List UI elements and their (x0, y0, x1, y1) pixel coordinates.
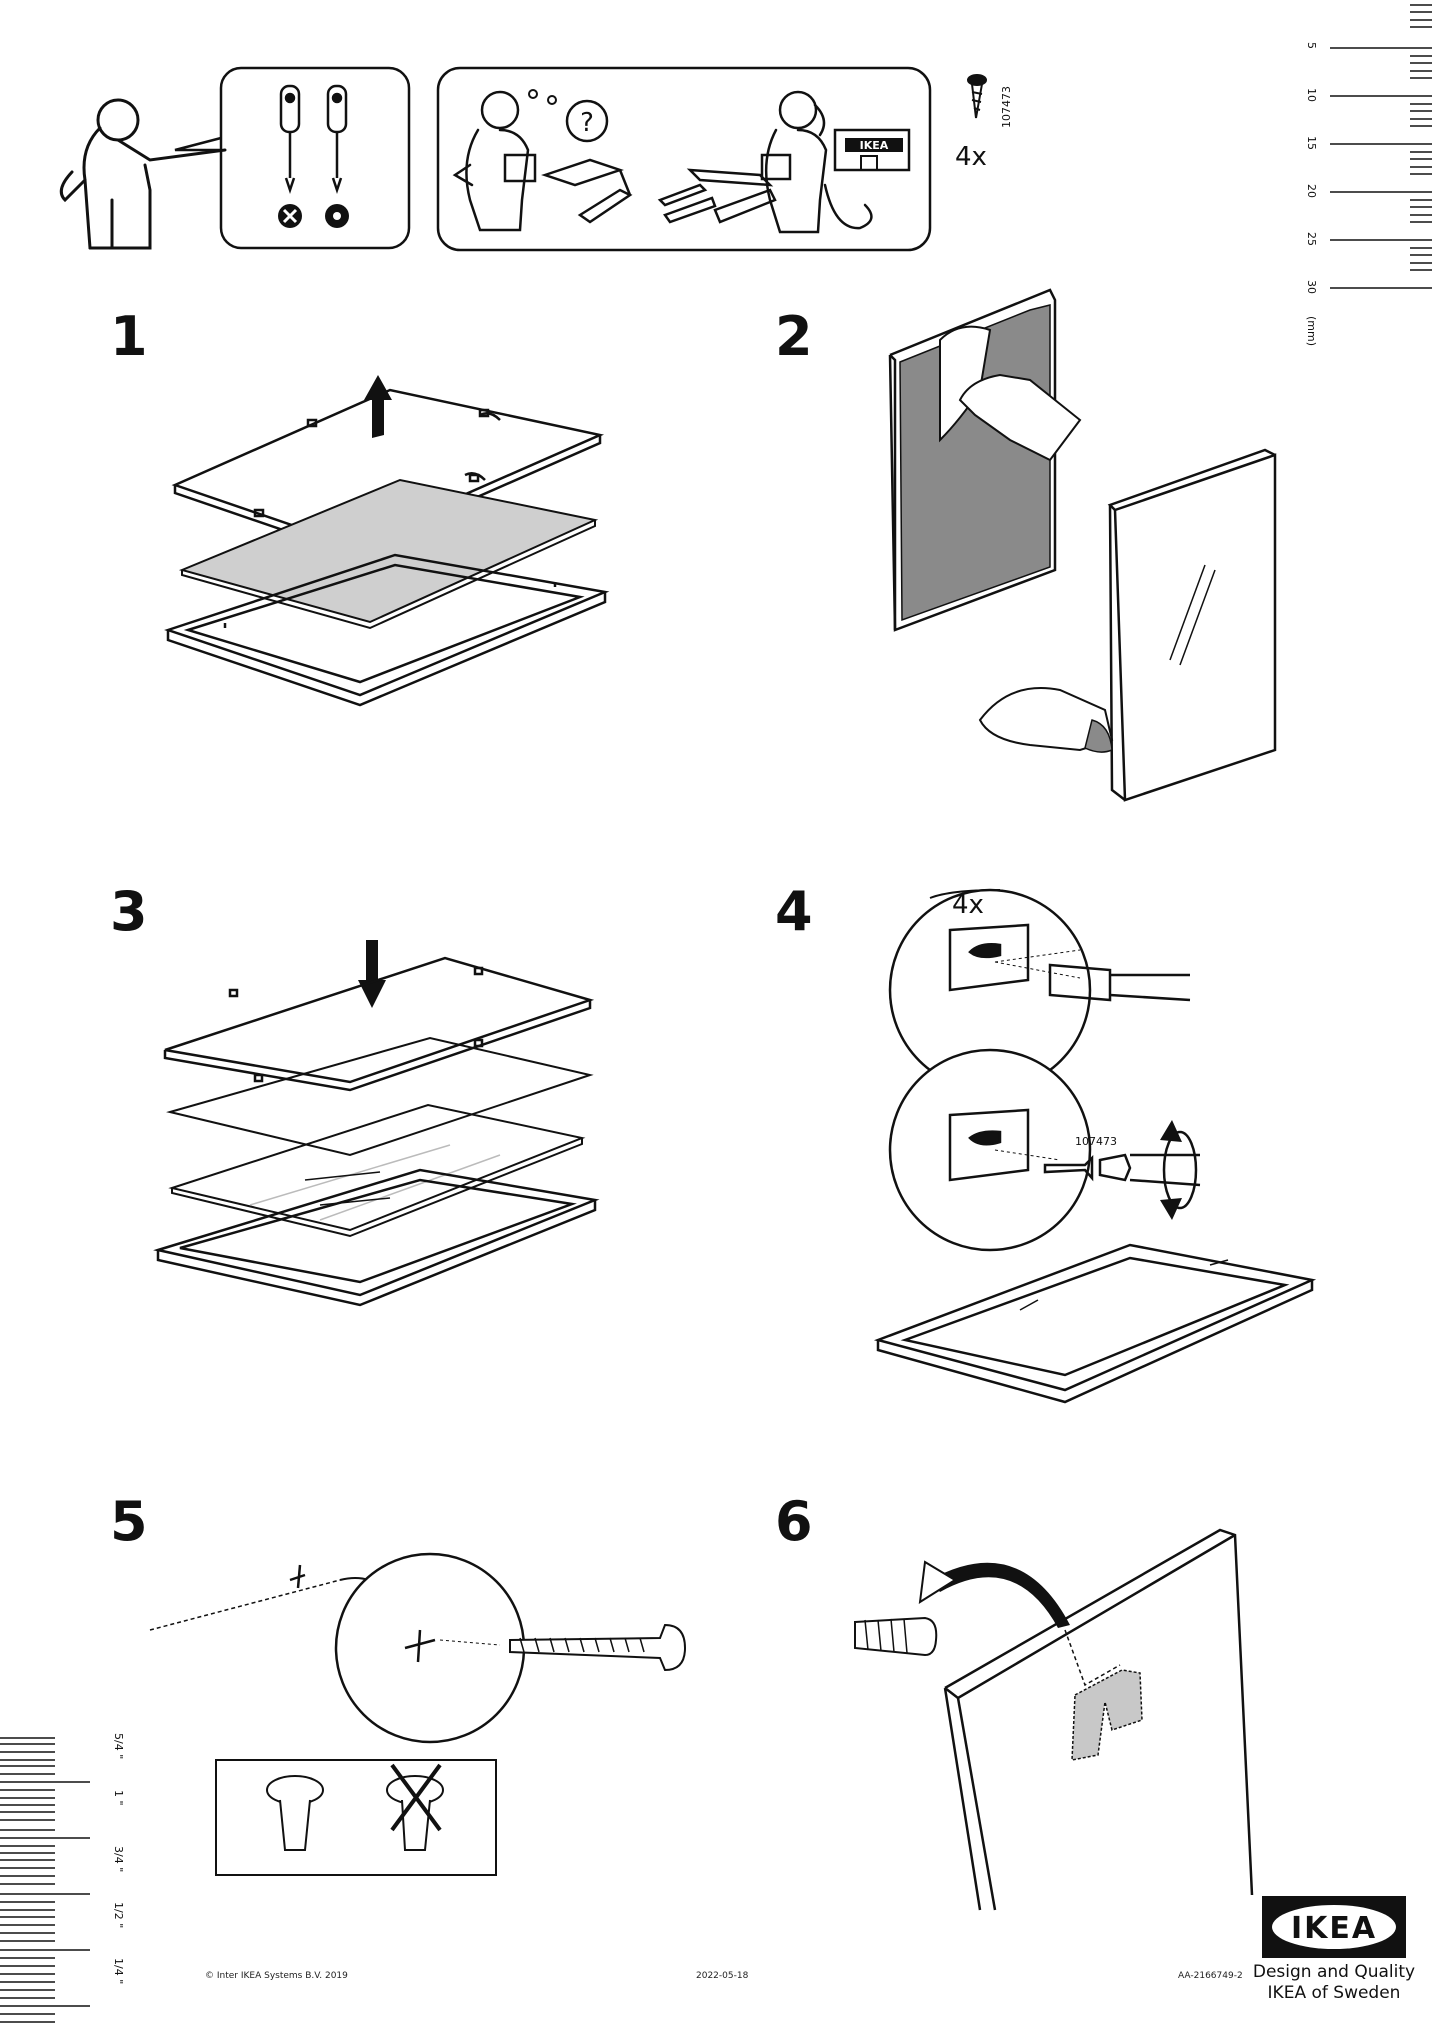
step-1-number: 1 (110, 305, 148, 368)
step-4-illustration: 107473 (873, 888, 1317, 1404)
hang-arrow-icon (930, 1562, 1070, 1628)
step-3-number: 3 (110, 880, 148, 943)
tagline-line1: Design and Quality (1252, 1962, 1416, 1982)
lift-arrow-icon (364, 375, 392, 438)
step-5-number: 5 (110, 1490, 148, 1553)
phillips-head-icon (278, 204, 302, 228)
ikea-store-icon: IKEA (833, 128, 911, 172)
step-2-illustration (888, 288, 1277, 802)
loose-parts-icon (541, 158, 777, 224)
screw-head-guide (215, 1759, 497, 1876)
screw-insert-icon (1043, 1154, 1094, 1182)
header-illustrations: ? IKEA (59, 66, 987, 252)
insert-arrow-icon (358, 940, 386, 1008)
screwdriver-phillips-icon (326, 84, 348, 194)
mm-tick-20: 20 (1305, 184, 1318, 198)
svg-text:IKEA: IKEA (860, 139, 889, 152)
inch-tick-1: 1 " (112, 1790, 125, 1806)
mm-tick-15: 15 (1305, 136, 1318, 150)
step-4-count: 4x (952, 890, 984, 920)
turn-clockwise-icon (1160, 1120, 1182, 1220)
svg-text:IKEA: IKEA (1291, 1911, 1377, 1946)
mm-tick-5: 5 (1305, 42, 1318, 49)
tagline-line2: IKEA of Sweden (1267, 1983, 1401, 2003)
screw-icon (967, 74, 987, 119)
step-4-number: 4 (775, 880, 813, 943)
hand-peel-icon (958, 373, 1082, 462)
inch-tick-1-2: 1/2 " (112, 1902, 125, 1929)
inch-tick-5-4: 5/4 " (112, 1733, 125, 1760)
screw-count: 4x (955, 142, 987, 172)
step-5-illustration (149, 1552, 687, 1876)
svg-text:?: ? (580, 108, 594, 138)
step-3-illustration (153, 940, 600, 1307)
step-6-number: 6 (775, 1490, 813, 1553)
date-text: 2022-05-18 (696, 1971, 749, 1981)
step-2-number: 2 (775, 305, 813, 368)
screw-part-code: 107473 (1000, 86, 1013, 128)
step-4-part-code: 107473 (1075, 1135, 1117, 1148)
question-icon: ? (565, 99, 609, 143)
copyright-text: © Inter IKEA Systems B.V. 2019 (205, 1971, 348, 1981)
flat-head-icon (325, 204, 349, 228)
mm-tick-25: 25 (1305, 232, 1318, 246)
inch-tick-1-4: 1/4 " (112, 1958, 125, 1985)
confused-man-icon (452, 90, 537, 232)
doc-id-text: AA-2166749-2 (1178, 1971, 1243, 1981)
tools-bubble (174, 66, 411, 250)
assembly-man-icon (59, 98, 227, 250)
step-6-illustration (854, 1528, 1254, 1911)
mm-ruler (1330, 4, 1432, 289)
inch-tick-3-4: 3/4 " (112, 1846, 125, 1873)
mm-tick-10: 10 (1305, 88, 1318, 102)
phone-man-icon (760, 90, 873, 234)
step-1-illustration (164, 375, 610, 707)
screwdriver-flat-icon (279, 84, 301, 194)
help-panel (436, 66, 932, 252)
correct-head-icon (266, 1775, 324, 1851)
inch-ruler (0, 1737, 90, 2023)
wrong-head-icon (386, 1763, 444, 1851)
ikea-logo: IKEA (1262, 1896, 1406, 1958)
